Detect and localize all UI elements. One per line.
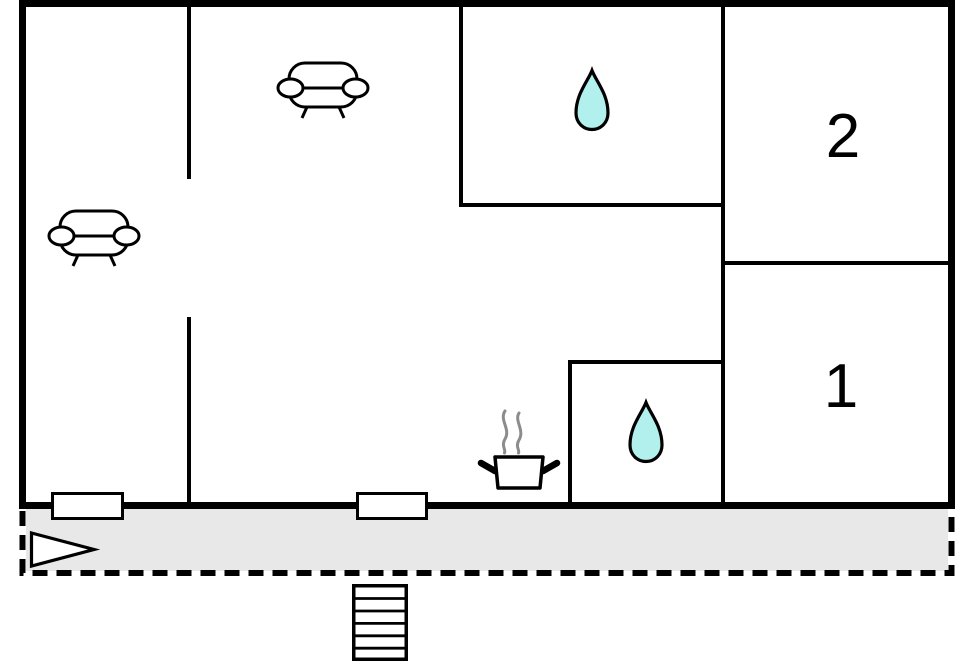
- interior-walls: [187, 7, 948, 502]
- terrace: [19, 509, 955, 576]
- sofa-legs: [300, 106, 346, 119]
- sofa-icon-left-room: [47, 209, 141, 267]
- sofa-armrest-left: [276, 77, 305, 99]
- bedroom-2-label: 2: [826, 102, 860, 171]
- house-exterior-wall: [19, 0, 955, 509]
- cooking-pot-icon: [477, 409, 561, 490]
- window-icon-middle: [356, 492, 428, 520]
- window-icon-left: [51, 492, 124, 520]
- pot-handles: [477, 459, 561, 475]
- stairs-icon: [352, 584, 408, 661]
- sofa-icon-living-room: [276, 61, 370, 119]
- sofa-legs: [71, 254, 117, 267]
- pot-body: [493, 455, 545, 490]
- sofa-armrest-right: [341, 77, 370, 99]
- bedroom-1-label: 1: [824, 352, 858, 421]
- entrance-arrow-icon: [29, 530, 101, 569]
- sofa-armrest-right: [112, 225, 141, 247]
- water-drop-icon-bathroom-bottom: [628, 398, 664, 464]
- water-drop-shape: [628, 398, 664, 464]
- water-drop-icon-bathroom-top: [574, 66, 610, 132]
- steam-icon: [501, 409, 523, 455]
- stairs-treads: [354, 597, 406, 650]
- terrace-dashed-border: [19, 511, 955, 576]
- terrace-area: [26, 509, 948, 571]
- water-drop-shape: [574, 66, 610, 132]
- sofa-armrest-left: [47, 225, 76, 247]
